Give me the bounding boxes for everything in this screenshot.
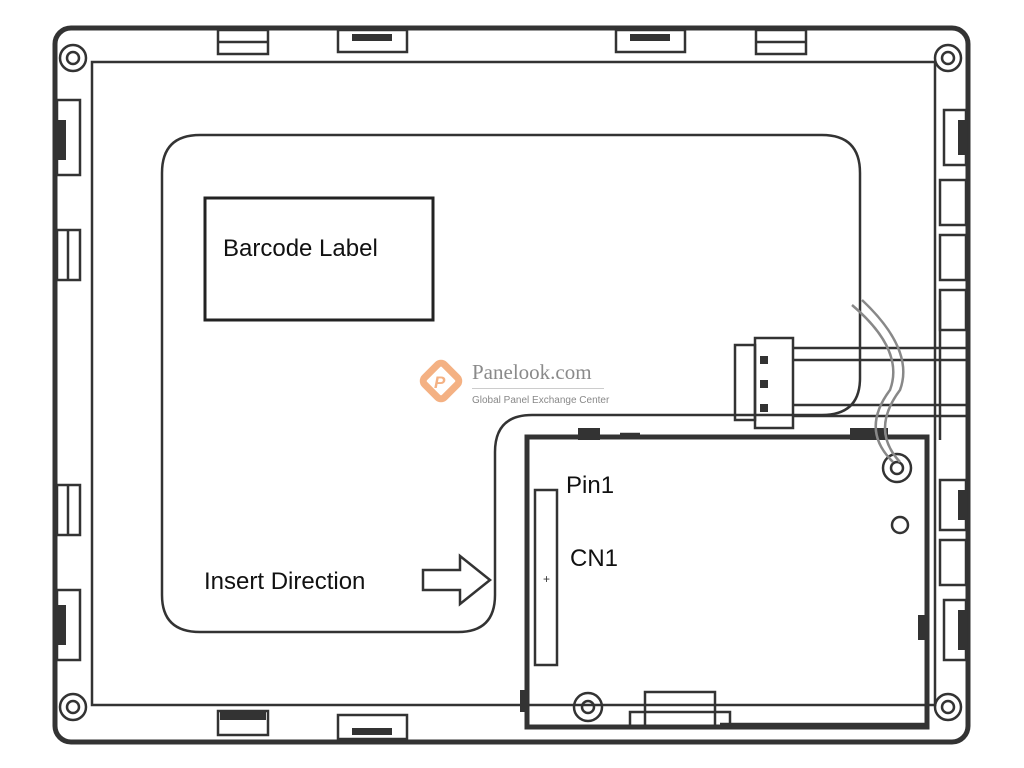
panelook-logo-icon: P [419,359,463,403]
wires [851,299,905,463]
inner-frame [90,60,937,707]
cn1-connector [533,488,559,667]
insert-direction-text: Insert Direction [204,568,365,595]
pcb-board [520,428,930,730]
corner-holes [58,43,963,722]
insert-direction-arrow [421,553,493,607]
label-area-outline [160,133,862,634]
cn1-label: CN1 [570,545,618,572]
watermark-subtitle: Global Panel Exchange Center [472,395,610,406]
pin1-label: Pin1 [566,472,614,499]
outer-frame [52,25,971,745]
frame-tabs [55,28,968,741]
logo-letter: P [434,373,446,392]
barcode-label-box [203,196,435,322]
watermark-divider [472,388,604,389]
barcode-label-text: Barcode Label [223,235,378,262]
pin-marker: + [543,572,550,586]
watermark-title: Panelook.com [472,360,592,384]
